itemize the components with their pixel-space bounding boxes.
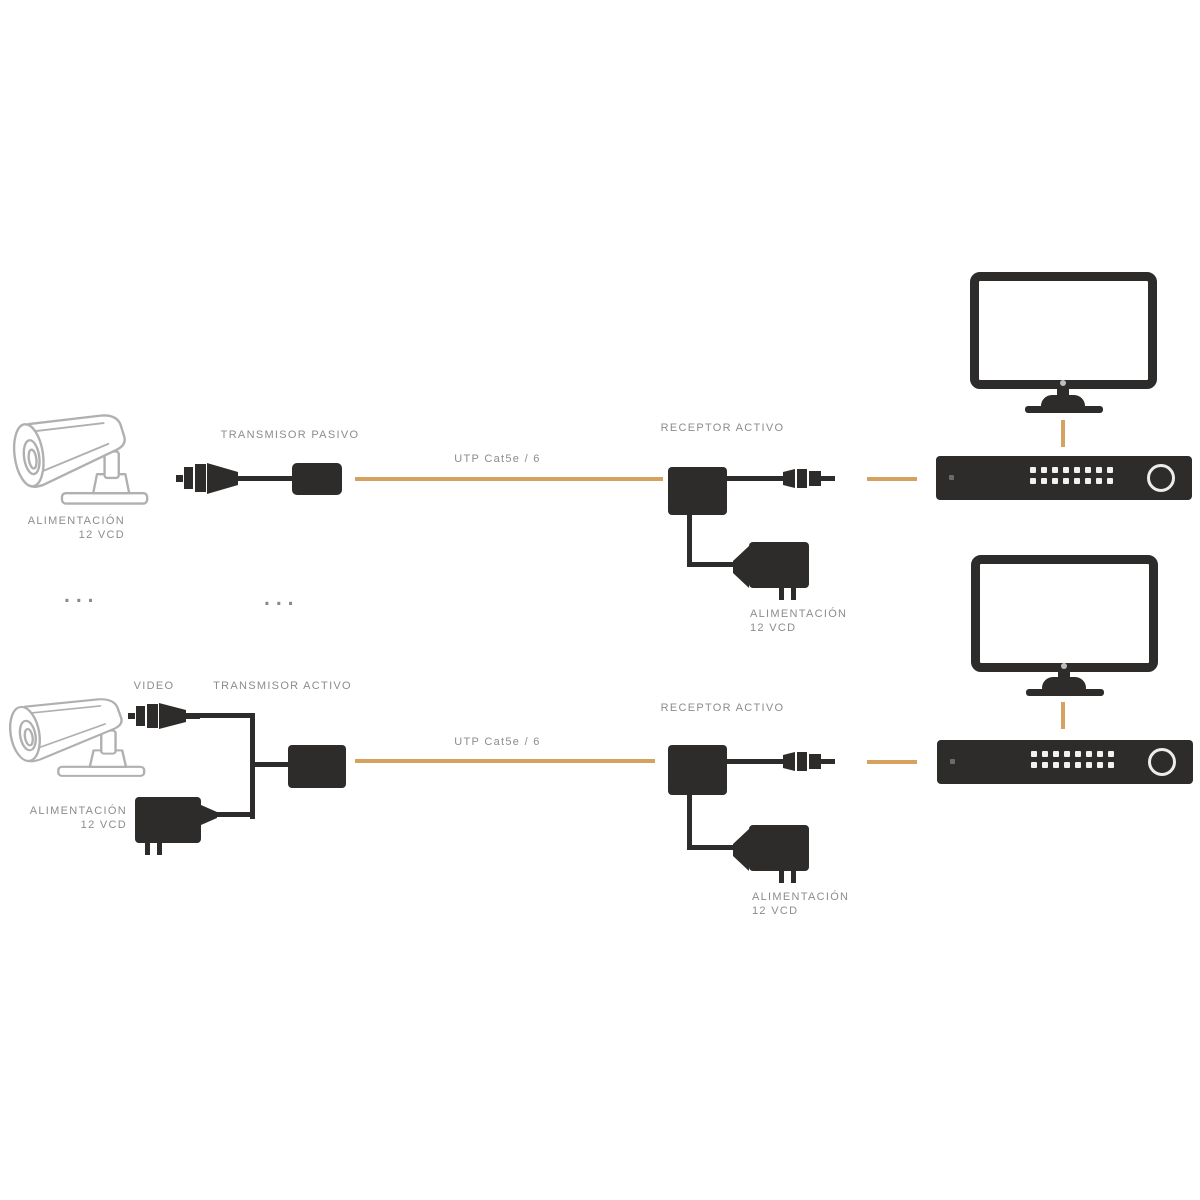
power-label-line1: ALIMENTACIÓN — [29, 805, 127, 817]
power-cable — [214, 812, 252, 817]
power-label-line2: 12 VCD — [80, 819, 127, 831]
camera-power-label: ALIMENTACIÓN 12 VCD — [12, 514, 125, 542]
junction-cable — [250, 713, 255, 819]
monitor-stand-dome — [1042, 677, 1086, 690]
video-cable — [198, 713, 252, 718]
power-label-line2: 12 VCD — [78, 529, 125, 541]
passive-transmitter-label: TRANSMISOR PASIVO — [220, 429, 360, 441]
dvr-jog-wheel — [1147, 464, 1175, 492]
bnc-balun-icon — [176, 463, 342, 495]
dvr-jog-wheel — [1148, 748, 1176, 776]
camera-icon — [8, 698, 146, 777]
power-cable — [687, 792, 692, 850]
monitor-icon — [971, 555, 1158, 672]
dvr-icon — [936, 456, 1192, 500]
power-adapter-icon — [135, 797, 217, 855]
power-cable — [687, 845, 735, 850]
monitor-notch — [1060, 380, 1066, 386]
monitor-stand — [1057, 388, 1069, 396]
power-label-line1: ALIMENTACIÓN — [752, 891, 850, 903]
dvr-buttons — [1031, 751, 1114, 768]
bnc-connector-icon — [727, 752, 835, 771]
camera-power-label: ALIMENTACIÓN 12 VCD — [10, 804, 127, 832]
video-label: VIDEO — [133, 680, 175, 692]
ellipsis-left: ... — [64, 584, 100, 607]
monitor-notch — [1061, 663, 1067, 669]
monitor-stand — [1058, 671, 1070, 679]
utp-cable-line — [355, 477, 663, 481]
utp-cable-line — [355, 759, 655, 763]
utp-cable-label: UTP Cat5e / 6 — [454, 736, 541, 748]
patch-cable-line — [867, 760, 917, 764]
transmitter-box — [288, 745, 346, 788]
monitor-stand-base — [1025, 406, 1103, 413]
power-adapter-icon — [733, 542, 809, 600]
receiver-box — [668, 745, 727, 795]
receiver-power-label: ALIMENTACIÓN 12 VCD — [752, 890, 849, 918]
monitor-stand-base — [1026, 689, 1104, 696]
dvr-led — [949, 475, 954, 480]
patch-cable-line — [867, 477, 917, 481]
receiver-box — [668, 467, 727, 515]
utp-cable-label: UTP Cat5e / 6 — [454, 453, 541, 465]
monitor-stand-dome — [1041, 395, 1085, 408]
receiver-power-label: ALIMENTACIÓN 12 VCD — [750, 607, 847, 635]
dvr-icon — [937, 740, 1193, 784]
power-label-line1: ALIMENTACIÓN — [750, 608, 848, 620]
power-label-line2: 12 VCD — [752, 905, 799, 917]
bnc-connector-icon — [128, 703, 200, 729]
power-cable — [687, 510, 692, 567]
monitor-cable-line — [1061, 420, 1065, 447]
power-label-line2: 12 VCD — [750, 622, 797, 634]
ellipsis-right: ... — [264, 587, 300, 610]
bnc-connector-icon — [727, 469, 835, 488]
power-cable — [687, 562, 735, 567]
power-adapter-icon — [733, 825, 809, 883]
dvr-buttons — [1030, 467, 1113, 484]
transmitter-cable — [254, 762, 290, 767]
power-label-line1: ALIMENTACIÓN — [27, 515, 125, 527]
dvr-led — [950, 759, 955, 764]
active-receiver-label: RECEPTOR ACTIVO — [660, 422, 785, 434]
active-receiver-label: RECEPTOR ACTIVO — [660, 702, 785, 714]
monitor-cable-line — [1061, 702, 1065, 729]
active-transmitter-label: TRANSMISOR ACTIVO — [213, 680, 352, 692]
monitor-icon — [970, 272, 1157, 389]
camera-icon — [12, 414, 149, 505]
